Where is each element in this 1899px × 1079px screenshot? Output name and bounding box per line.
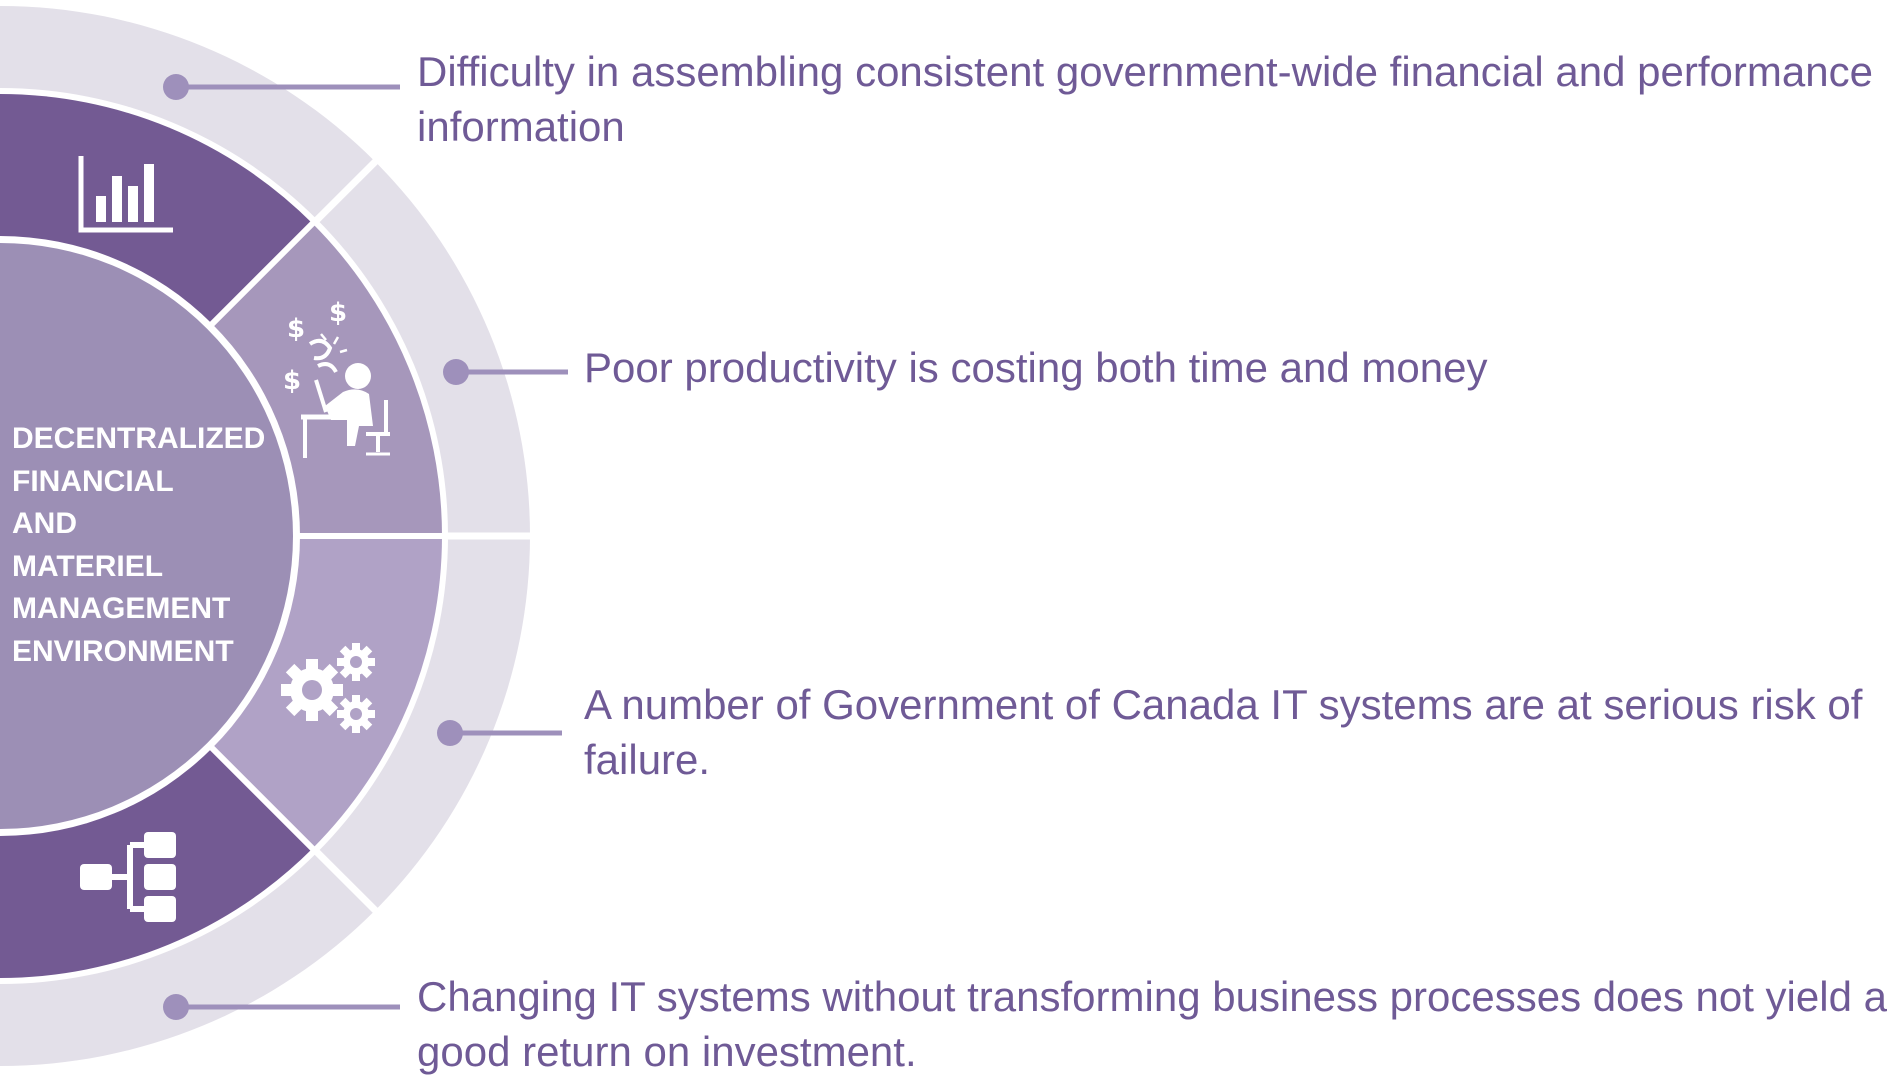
center-title-line: AND <box>12 507 77 540</box>
connector-dot-3 <box>437 720 463 746</box>
center-title-line: MANAGEMENT <box>12 592 231 625</box>
svg-text:$: $ <box>287 314 305 344</box>
connector-dot-4 <box>163 994 189 1020</box>
connector-dot-2 <box>443 359 469 385</box>
center-title: DECENTRALIZED FINANCIAL AND MATERIEL MAN… <box>12 418 265 673</box>
callout-text-3: A number of Government of Canada IT syst… <box>584 681 1863 783</box>
center-circle <box>0 243 293 829</box>
svg-text:$: $ <box>283 366 301 396</box>
callout-text-1: Difficulty in assembling consistent gove… <box>417 48 1873 150</box>
gears-icon <box>281 643 375 733</box>
bar-chart-icon <box>78 156 173 233</box>
connector-4 <box>163 994 400 1020</box>
hierarchy-icon <box>80 832 176 922</box>
center-title-line: MATERIEL <box>12 549 164 583</box>
center-title-line: ENVIRONMENT <box>12 634 234 668</box>
callout-text-2: Poor productivity is costing both time a… <box>584 344 1488 391</box>
connector-1 <box>163 74 400 100</box>
svg-text:$: $ <box>329 298 347 328</box>
callout-text-4: Changing IT systems without transforming… <box>417 973 1887 1075</box>
connector-2 <box>443 359 568 385</box>
worker-money-icon: $ $ $ <box>283 298 390 458</box>
center-title-line: DECENTRALIZED <box>12 422 266 455</box>
center-title-line: FINANCIAL <box>12 464 174 498</box>
connector-3 <box>437 720 562 746</box>
connector-dot-1 <box>163 74 189 100</box>
